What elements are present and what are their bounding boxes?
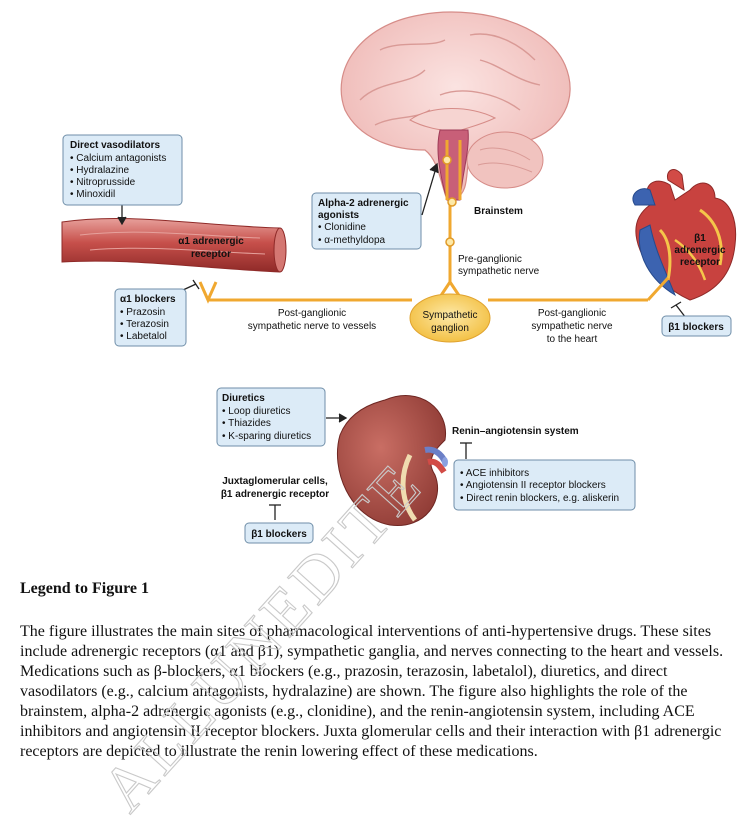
figure-legend: Legend to Figure 1 The figure illustrate…	[20, 580, 725, 762]
ras-drug-item: • ACE inhibitors	[460, 468, 529, 479]
beta1-blockers-kidney-box: β1 blockers	[244, 522, 314, 544]
sympathetic-nerves	[198, 140, 670, 304]
alpha2-title-line1: Alpha-2 adrenergic	[318, 198, 409, 209]
kidney-illustration	[336, 395, 448, 526]
beta1-receptor-label-line2: adrenergic	[674, 245, 726, 256]
beta1-blockers-heart-box: β1 blockers	[661, 315, 732, 337]
preganglionic-label-line1: Pre-ganglionic	[458, 254, 522, 265]
alpha1-blockers-item: • Prazosin	[120, 307, 165, 318]
postganglionic-heart-line1: Post-ganglionic	[538, 308, 606, 319]
alpha1-blockers-item: • Terazosin	[120, 319, 169, 330]
legend-body: The figure illustrates the main sites of…	[20, 623, 724, 760]
direct-vasodilators-box: Direct vasodilators • Calcium antagonist…	[62, 134, 183, 206]
ganglion-label-line2: ganglion	[431, 323, 469, 334]
postganglionic-heart-line2: sympathetic nerve	[531, 321, 613, 332]
heart-illustration	[632, 169, 737, 301]
postganglionic-vessels-line2: sympathetic nerve to vessels	[248, 321, 376, 332]
postganglionic-vessels-line1: Post-ganglionic	[278, 308, 346, 319]
blood-vessel	[61, 217, 287, 273]
alpha2-item: • α-methyldopa	[318, 235, 386, 246]
beta1-receptor-label-line1: β1	[694, 233, 706, 244]
sympathetic-ganglion: Sympathetic ganglion	[409, 293, 491, 343]
juxtaglomerular-label-line1: Juxtaglomerular cells,	[222, 476, 328, 487]
diuretics-box: Diuretics • Loop diuretics • Thiazides •…	[216, 387, 326, 447]
alpha1-block-line	[182, 283, 197, 291]
connectors	[117, 162, 687, 520]
direct-vasodilators-item: • Minoxidil	[70, 189, 115, 200]
alpha1-receptor-label-line1: α1 adrenergic	[178, 236, 244, 247]
beta1-blockers-heart-label: β1 blockers	[668, 322, 724, 333]
alpha1-blockers-box: α1 blockers • Prazosin • Terazosin • Lab…	[114, 288, 187, 347]
pharmacology-diagram: Sympathetic ganglion Direct vasodilators…	[61, 11, 737, 544]
direct-vasodilators-title: Direct vasodilators	[70, 140, 160, 151]
direct-vasodilators-item: • Hydralazine	[70, 165, 130, 176]
beta1-receptor-label-line3: receptor	[680, 257, 720, 268]
direct-vasodilators-item: • Nitroprusside	[70, 177, 136, 188]
ganglion-label-line1: Sympathetic	[422, 310, 477, 321]
juxtaglomerular-label-line2: β1 adrenergic receptor	[221, 489, 329, 500]
beta1-blockers-kidney-label: β1 blockers	[251, 529, 307, 540]
alpha2-title-line2: agonists	[318, 210, 360, 221]
ras-drug-item: • Angiotensin II receptor blockers	[460, 480, 606, 491]
diuretics-item: • Thiazides	[222, 418, 271, 429]
alpha2-agonists-box: Alpha-2 adrenergic agonists • Clonidine …	[311, 192, 422, 250]
alpha1-receptor-label-line2: receptor	[191, 249, 231, 260]
alpha2-arrow	[421, 167, 437, 216]
diuretics-item: • Loop diuretics	[222, 406, 291, 417]
postganglionic-heart-line3: to the heart	[547, 334, 598, 345]
alpha1-blockers-title: α1 blockers	[120, 294, 176, 305]
alpha1-blockers-item: • Labetalol	[120, 331, 167, 342]
brainstem-label: Brainstem	[474, 206, 523, 217]
diuretics-item: • K-sparing diuretics	[222, 431, 311, 442]
legend-title: Legend to Figure 1	[20, 580, 150, 597]
ras-drug-item: • Direct renin blockers, e.g. aliskerin	[460, 493, 619, 504]
ras-drugs-box: • ACE inhibitors • Angiotensin II recept…	[453, 459, 636, 511]
ras-label: Renin–angiotensin system	[452, 426, 579, 437]
preganglionic-label-line2: sympathetic nerve	[458, 266, 540, 277]
diuretics-title: Diuretics	[222, 393, 265, 404]
nerve-nodes	[442, 155, 457, 247]
alpha2-item: • Clonidine	[318, 222, 366, 233]
direct-vasodilators-item: • Calcium antagonists	[70, 153, 166, 164]
brain-illustration	[340, 11, 571, 201]
